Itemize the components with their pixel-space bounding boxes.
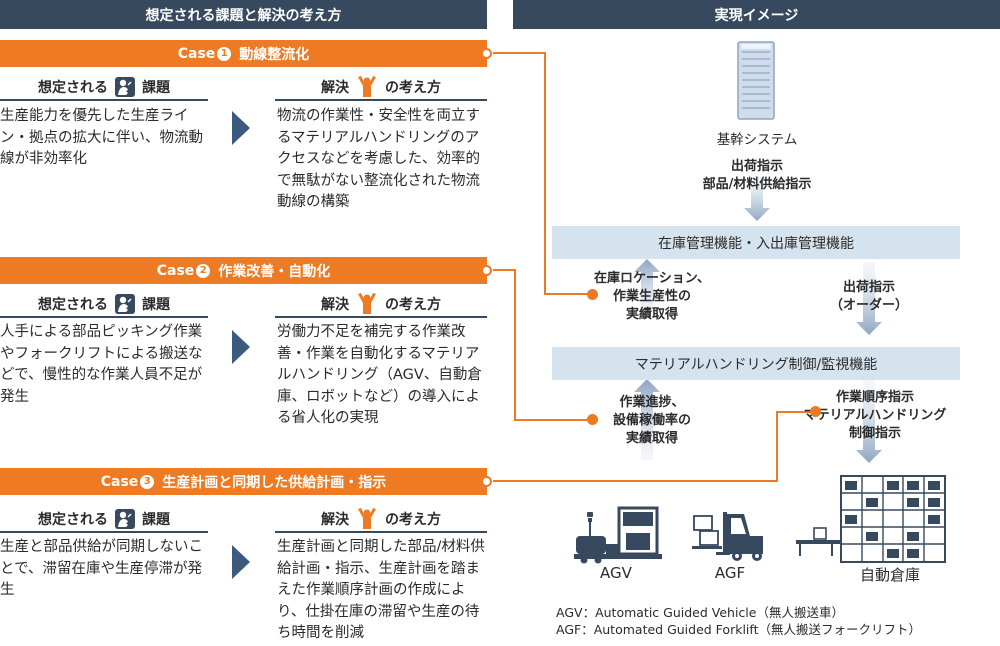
- arrow-down-core: [744, 176, 770, 221]
- arrow-up-1: [634, 259, 660, 315]
- case-1-bar: Case 1 動線整流化: [0, 40, 487, 67]
- agv-icon: [574, 506, 662, 564]
- connector-case-2: [493, 269, 592, 421]
- core-instruction-label: 出荷指示 部品/材料供給指示: [680, 158, 834, 194]
- up-1-line-3: 実績取得: [625, 307, 678, 322]
- note-agv: AGV：Automatic Guided Vehicle（無人搬送車）: [556, 605, 844, 620]
- up-label-1: 在庫ロケーション、 作業生産性の 実績取得: [582, 270, 722, 324]
- agf-icon: [692, 512, 763, 561]
- case-1-label: Case: [177, 45, 216, 62]
- problem-heading-pre: 想定される: [38, 297, 108, 313]
- case-2-problem-text: 人手による部品ピッキング作業やフォークリフトによる搬送などで、慢性的な作業人員不…: [0, 324, 203, 405]
- problem-heading-1: 想定される 課題: [0, 75, 208, 101]
- abbreviation-notes: AGV：Automatic Guided Vehicle（無人搬送車） AGF：…: [556, 604, 976, 638]
- case-2-connector: [481, 265, 492, 276]
- case-2-title: 作業改善・自動化: [218, 263, 331, 280]
- agv-label: AGV: [600, 564, 632, 582]
- instruction-line-2: 部品/材料供給指示: [702, 177, 812, 192]
- down-2-line-2: マテリアルハンドリング: [803, 408, 947, 423]
- server-icon: [737, 41, 775, 120]
- node-2: [587, 414, 598, 425]
- orange-connectors: [493, 52, 815, 482]
- case-1-number: 1: [217, 46, 232, 61]
- solution-heading-pre: 解決: [321, 512, 349, 528]
- up-2-line-2: 設備稼働率の: [612, 413, 691, 428]
- worried-person-icon: [115, 509, 135, 529]
- flow-arrows: [634, 176, 882, 463]
- case-1-connector: [481, 48, 492, 59]
- problem-heading-2: 想定される 課題: [0, 292, 208, 318]
- case-2-number: 2: [196, 263, 211, 278]
- worried-person-icon: [115, 294, 135, 314]
- arrow-down-2: [856, 380, 882, 463]
- problem-heading-post: 課題: [142, 512, 170, 528]
- left-header: 想定される課題と解決の考え方: [0, 0, 487, 29]
- cheering-person-icon: [358, 76, 376, 97]
- down-1-line-2: （オーダー）: [829, 298, 908, 313]
- agf-label: AGF: [714, 564, 746, 582]
- automated-warehouse-icon: [796, 475, 946, 563]
- case-1-title: 動線整流化: [239, 46, 310, 63]
- problem-heading-pre: 想定される: [38, 512, 108, 528]
- down-label-2: 作業順序指示 マテリアルハンドリング 制御指示: [800, 389, 950, 443]
- right-header: 実現イメージ: [513, 0, 1000, 29]
- case-2-label: Case: [156, 262, 195, 279]
- case-3-connector: [481, 476, 492, 487]
- solution-heading-1: 解決 の考え方: [275, 75, 487, 101]
- problem-heading-3: 想定される 課題: [0, 507, 208, 533]
- down-2-line-3: 制御指示: [848, 426, 901, 441]
- solution-heading-2: 解決 の考え方: [275, 292, 487, 318]
- node-1: [587, 289, 598, 300]
- case-1-arrow-icon: [232, 111, 250, 145]
- cheering-person-icon: [358, 293, 376, 314]
- solution-heading-post: の考え方: [385, 512, 441, 528]
- case-3-solution-text: 生産計画と同期した部品/材料供給計画・指示、生産計画を踏まえた作業順序計画の作成…: [277, 539, 485, 641]
- case-1-solution-text: 物流の作業性・安全性を両立するマテリアルハンドリングのアクセスなどを考慮した、効…: [277, 108, 480, 210]
- problem-heading-pre: 想定される: [38, 80, 108, 96]
- warehouse-label: 自動倉庫: [859, 566, 920, 584]
- material-handling-band: マテリアルハンドリング制御/監視機能: [552, 347, 960, 380]
- up-2-line-3: 実績取得: [625, 431, 678, 446]
- up-2-line-1: 作業進捗、: [619, 395, 685, 410]
- up-1-line-2: 作業生産性の: [612, 289, 691, 304]
- problem-heading-post: 課題: [142, 297, 170, 313]
- down-label-1: 出荷指示 （オーダー）: [806, 279, 932, 315]
- solution-heading-pre: 解決: [321, 297, 349, 313]
- instruction-line-1: 出荷指示: [730, 159, 783, 174]
- case-3-number: 3: [140, 474, 155, 489]
- connector-case-1: [493, 52, 592, 295]
- case-2-arrow-icon: [232, 330, 250, 364]
- solution-heading-pre: 解決: [321, 80, 349, 96]
- case-3-arrow-icon: [232, 545, 250, 579]
- up-label-2: 作業進捗、 設備稼働率の 実績取得: [582, 394, 722, 448]
- solution-heading-3: 解決 の考え方: [275, 507, 487, 533]
- connector-case-3: [493, 411, 815, 482]
- arrow-down-1: [856, 262, 882, 335]
- solution-heading-post: の考え方: [385, 80, 441, 96]
- core-system-label: 基幹システム: [716, 132, 798, 148]
- cheering-person-icon: [358, 508, 376, 529]
- case-1-problem-text: 生産能力を優先した生産ライン・拠点の拡大に伴い、物流動線が非効率化: [0, 108, 203, 167]
- case-3-problem-text: 生産と部品供給が同期しないことで、滞留在庫や生産停滞が発生: [0, 539, 203, 598]
- problem-heading-post: 課題: [142, 80, 170, 96]
- inventory-management-band: 在庫管理機能・入出庫管理機能: [552, 226, 960, 259]
- node-3: [810, 406, 821, 417]
- case-2-bar: Case 2 作業改善・自動化: [0, 257, 487, 284]
- up-1-line-1: 在庫ロケーション、: [594, 271, 710, 286]
- case-3-label: Case: [100, 473, 139, 490]
- case-2-solution-text: 労働力不足を補完する作業改善・作業を自動化するマテリアルハンドリング（AGV、自…: [277, 324, 482, 426]
- solution-heading-post: の考え方: [385, 297, 441, 313]
- down-2-line-1: 作業順序指示: [835, 390, 914, 405]
- case-3-title: 生産計画と同期した供給計画・指示: [162, 474, 387, 491]
- note-agf: AGF：Automated Guided Forklift（無人搬送フォークリフ…: [556, 622, 921, 637]
- case-3-bar: Case 3 生産計画と同期した供給計画・指示: [0, 468, 487, 495]
- down-1-line-1: 出荷指示: [842, 280, 895, 295]
- worried-person-icon: [115, 77, 135, 97]
- arrow-up-2: [634, 379, 660, 460]
